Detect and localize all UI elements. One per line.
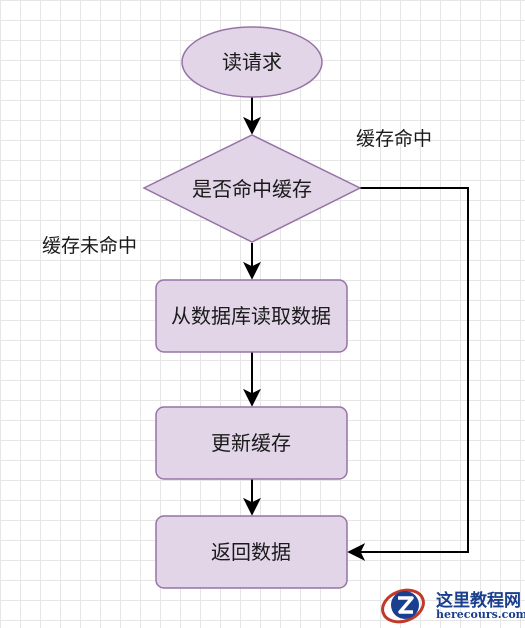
node-update-cache: 更新缓存 [155,406,348,480]
node-update-cache-label: 更新缓存 [211,431,291,455]
watermark: 这里教程网 herecours.com [378,584,525,626]
node-read-db-label: 从数据库读取数据 [171,304,331,328]
watermark-domain: herecours.com [436,608,525,621]
node-start-label: 读请求 [222,50,282,74]
watermark-name: 这里教程网 [436,591,521,611]
edge-label-hit: 缓存命中 [356,128,433,150]
watermark-logo-icon [381,588,425,624]
node-read-db: 从数据库读取数据 [155,279,348,353]
edge-decision-to-return-hit [347,187,469,561]
edge-label-miss: 缓存未命中 [42,235,138,257]
node-decision-label: 是否命中缓存 [192,177,312,201]
node-return-label: 返回数据 [211,540,291,564]
node-start: 读请求 [181,26,323,98]
node-decision: 是否命中缓存 [142,134,362,243]
node-return: 返回数据 [155,515,348,589]
